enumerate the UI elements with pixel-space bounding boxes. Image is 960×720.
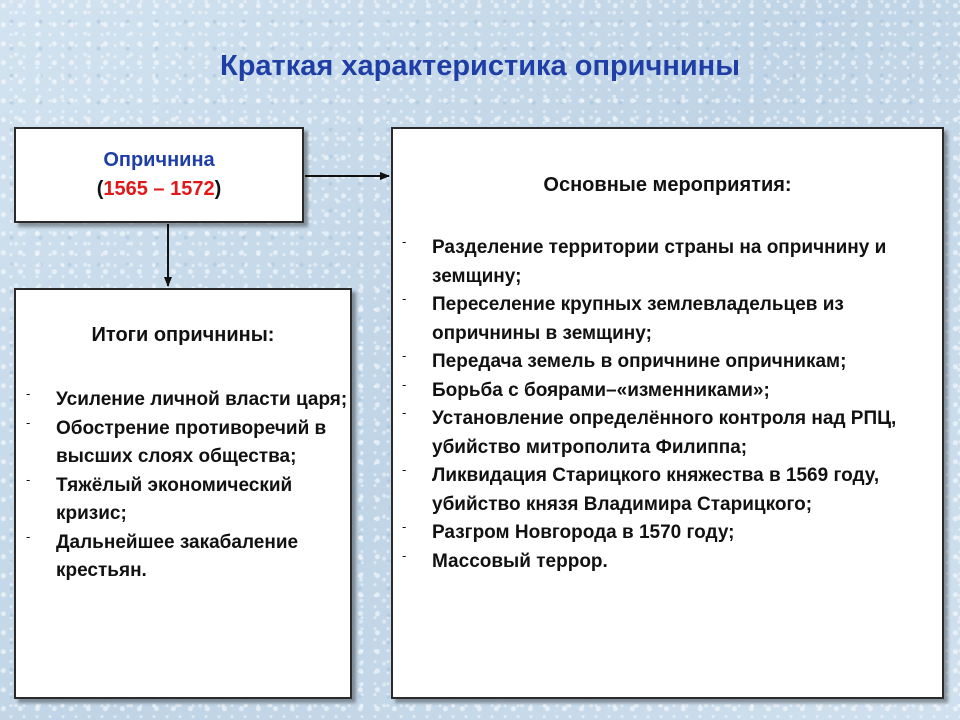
list-item: Разделение территории страны на опричнин… [402, 228, 944, 291]
list-item: Обострение противоречий в высших слоях о… [26, 409, 348, 472]
list-item: Тяжёлый экономический кризис; [26, 466, 348, 529]
list-item: Борьба с боярами–«изменниками»; [402, 371, 944, 406]
list-item: Переселение крупных землевладельцев из о… [402, 285, 944, 348]
oprichnina-box: Опричнина (1565 – 1572) [14, 127, 304, 223]
results-list: Усиление личной власти царя; Обострение … [26, 380, 348, 586]
list-item: Ликвидация Старицкого княжества в 1569 г… [402, 456, 944, 519]
list-item: Передача земель в опричнине опричникам; [402, 342, 944, 377]
list-item: Усиление личной власти царя; [26, 380, 348, 415]
measures-box: Основные мероприятия: Разделение террито… [391, 127, 944, 699]
oprichnina-years: (1565 – 1572) [16, 178, 302, 201]
years-range: 1565 – 1572 [103, 178, 215, 200]
list-item: Массовый террор. [402, 542, 944, 577]
results-heading: Итоги опричнины: [91, 324, 275, 346]
list-item: Дальнейшее закабаление крестьян. [26, 523, 348, 586]
open-paren: ( [96, 178, 104, 200]
measures-heading: Основные мероприятия: [543, 174, 792, 196]
close-paren: ) [214, 178, 222, 200]
list-item: Разгром Новгорода в 1570 году; [402, 513, 944, 548]
oprichnina-name: Опричнина [103, 149, 215, 171]
list-item: Установление определённого контроля над … [402, 399, 944, 462]
page-title: Краткая характеристика опричнины [220, 50, 740, 82]
measures-list: Разделение территории страны на опричнин… [402, 228, 944, 577]
results-box: Итоги опричнины: Усиление личной власти … [14, 288, 352, 699]
